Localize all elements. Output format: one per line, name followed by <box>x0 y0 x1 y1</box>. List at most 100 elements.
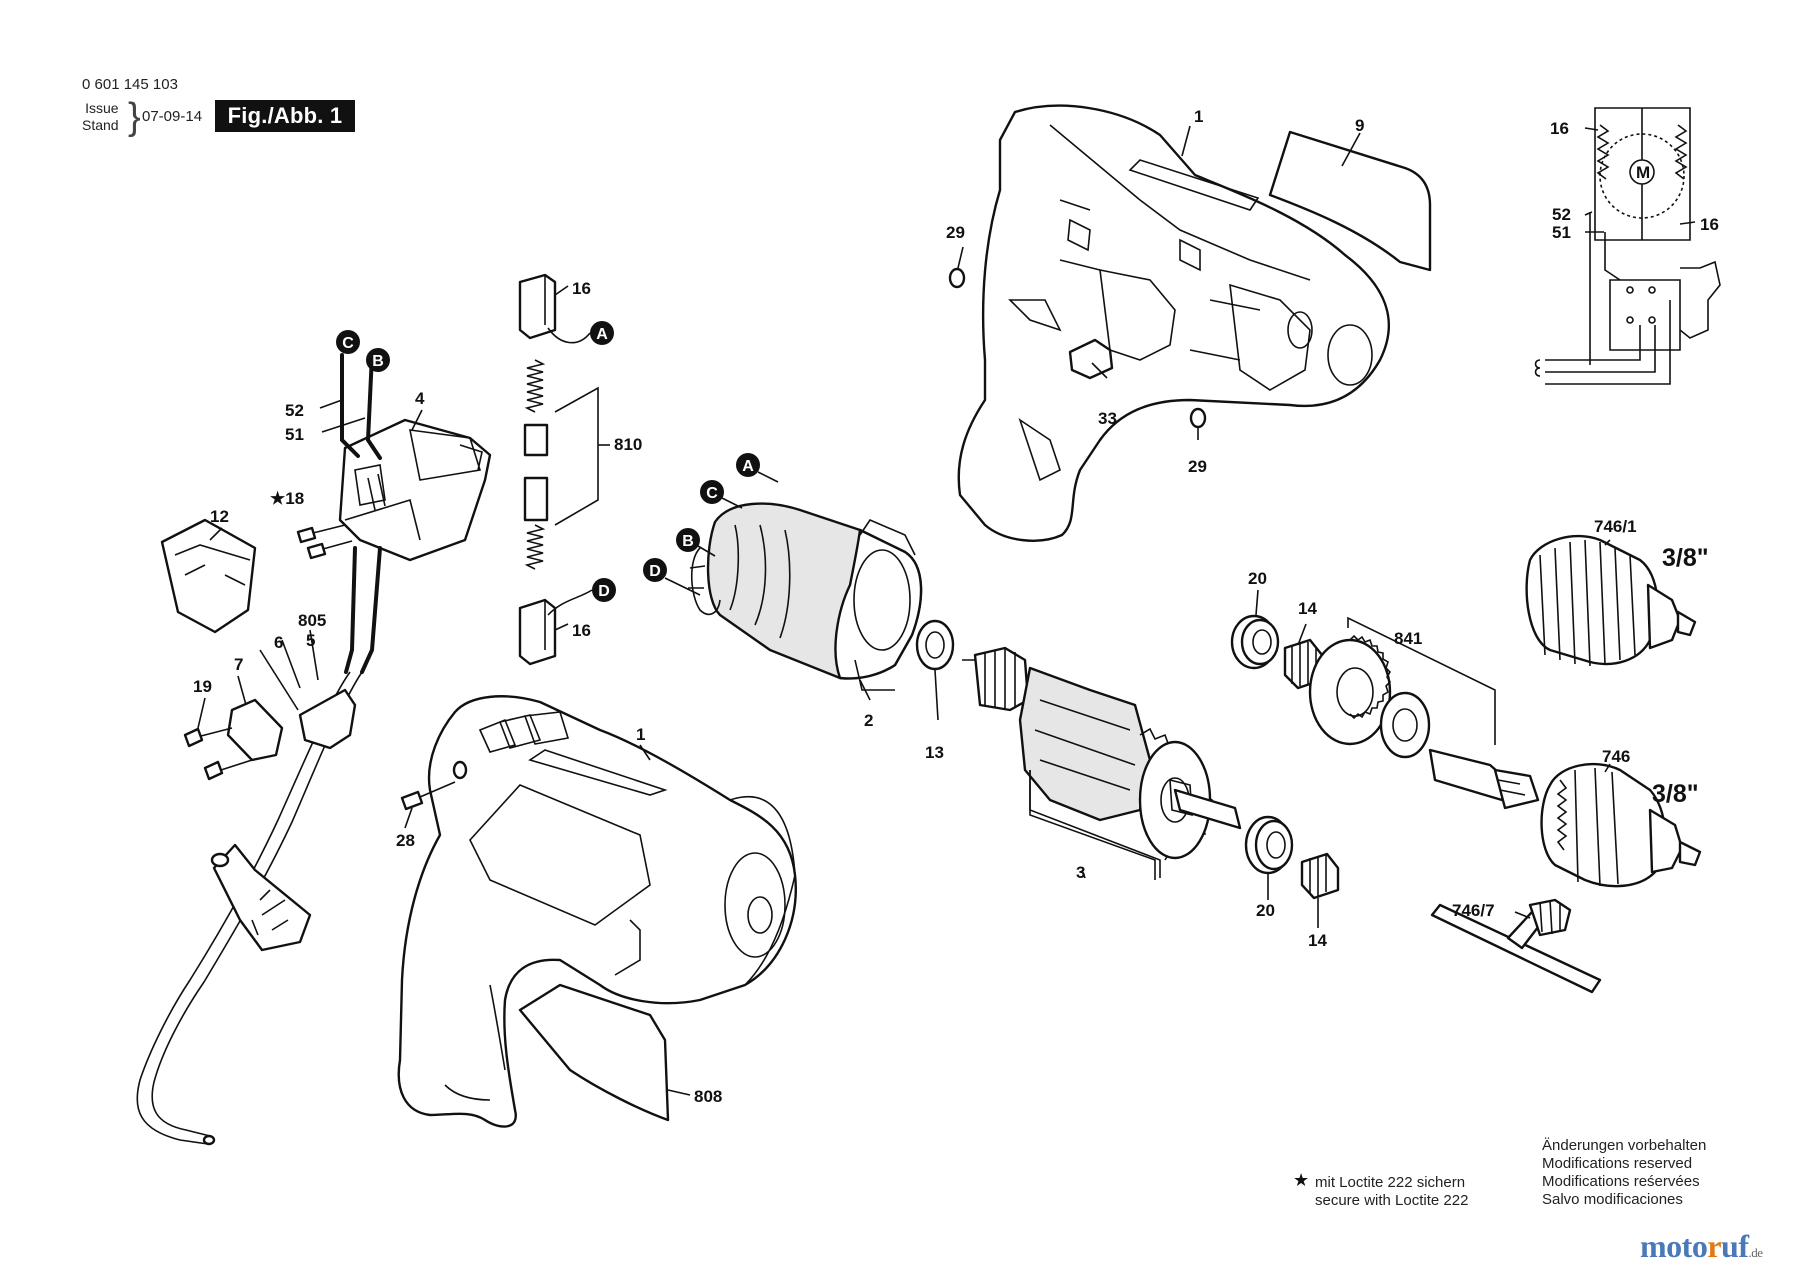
switch-wire-lower-a <box>344 546 357 674</box>
brand-part3: uf <box>1721 1228 1749 1264</box>
part-label-1-bottom: 1 <box>636 725 645 744</box>
part-label-29-top: 29 <box>946 223 965 242</box>
wiring-schematic <box>1534 107 1721 385</box>
part-label-33: 33 <box>1098 409 1117 428</box>
cable-clamp-12 <box>160 518 257 634</box>
brand-logo: motoruf.de <box>1640 1228 1763 1265</box>
motor-symbol: M <box>1636 163 1650 182</box>
part-label-1-top: 1 <box>1194 107 1203 126</box>
carbon-brush-top <box>518 273 591 344</box>
armature-bracket <box>1029 770 1156 880</box>
issue-stand-label: Issue Stand <box>82 100 119 134</box>
part-label-13: 13 <box>925 743 944 762</box>
part-label-29-bottom: 29 <box>1188 457 1207 476</box>
stand-label: Stand <box>82 117 119 133</box>
part-label-2: 2 <box>864 711 873 730</box>
keyless-chuck-746-1 <box>1525 534 1697 667</box>
connector-a-stator: A <box>736 453 779 483</box>
part-label-14-upper: 14 <box>1298 599 1317 618</box>
key-chuck-746 <box>1540 762 1702 888</box>
part-label-4: 4 <box>415 389 425 408</box>
part-label-3: 3 <box>1076 863 1085 882</box>
brace-icon: } <box>128 96 141 138</box>
connector-label: A <box>596 326 608 343</box>
figure-label: Fig./Abb. 1 <box>215 100 355 132</box>
loctite-note-de: mit Loctite 222 sichern <box>1315 1174 1466 1191</box>
modifications-note: Änderungen vorbehalten Modifications res… <box>1542 1137 1706 1209</box>
part-label-746-1: 746/1 <box>1594 517 1637 536</box>
part-label-20-lower: 20 <box>1256 901 1275 920</box>
brand-part2: r <box>1707 1228 1722 1264</box>
armature-3 <box>962 646 1242 878</box>
issue-date: 07-09-14 <box>142 108 203 125</box>
mods-line-1: Änderungen vorbehalten <box>1542 1137 1707 1154</box>
connector-b-stator: B <box>676 528 716 557</box>
part-label-51: 51 <box>285 425 304 444</box>
loctite-note-en: secure with Loctite 222 <box>1315 1192 1469 1209</box>
mods-line-3: Modifications reśervées <box>1542 1173 1700 1190</box>
o-ring-top <box>948 267 966 289</box>
part-label-19: 19 <box>193 677 212 696</box>
housing-half-top <box>957 104 1390 542</box>
part-number: 0 601 145 103 <box>82 76 178 93</box>
gear-spindle-841 <box>1308 616 1540 810</box>
switch-unit <box>338 418 492 562</box>
part-label-746-7: 746/7 <box>1452 901 1495 920</box>
bearing-20-upper <box>1230 614 1280 670</box>
connector-c-stator: C <box>700 480 743 509</box>
bearing-20-lower <box>1244 815 1294 875</box>
label-plate <box>1268 130 1432 272</box>
wiring-label-16-right: 16 <box>1700 215 1719 234</box>
connector-label: C <box>342 335 354 352</box>
part-label-7: 7 <box>234 655 243 674</box>
part-label-14-lower: 14 <box>1308 931 1327 950</box>
cord-clip-7 <box>226 698 284 762</box>
part-label-805: 805 <box>298 611 326 630</box>
wiring-label-52: 52 <box>1552 205 1571 224</box>
screw-28 <box>400 760 468 811</box>
switch-wire-b <box>365 353 382 460</box>
connector-label: B <box>372 353 384 370</box>
connector-label: A <box>742 458 754 475</box>
loctite-note: mit Loctite 222 sichern secure with Loct… <box>1315 1174 1468 1210</box>
housing-half-bottom <box>397 695 797 1128</box>
mods-line-2: Modifications reserved <box>1542 1155 1693 1172</box>
connector-label: D <box>598 583 610 600</box>
part-label-810: 810 <box>614 435 642 454</box>
part-label-16-top: 16 <box>572 279 591 298</box>
switch-wire-c <box>340 353 360 458</box>
connector-c-switch: C <box>336 330 360 354</box>
part-label-12: 12 <box>210 507 229 526</box>
chuck-size-upper: 3/8" <box>1662 544 1709 572</box>
wiring-label-16-left: 16 <box>1550 119 1569 138</box>
connector-b-switch: B <box>366 348 390 372</box>
power-cord <box>136 671 363 1146</box>
loctite-star-icon: ★ <box>1293 1170 1310 1190</box>
strain-relief-6 <box>210 843 312 952</box>
connector-a-brush: A <box>590 321 614 345</box>
leader-lines <box>197 125 1696 1096</box>
connector-label: D <box>649 563 661 580</box>
chuck-size-lower: 3/8" <box>1652 780 1699 808</box>
connector-label: C <box>706 485 718 502</box>
connector-d-brush: D <box>592 578 616 602</box>
part-label-28: 28 <box>396 831 415 850</box>
switch-wire-lower-b <box>360 546 382 674</box>
carbon-brush-bottom <box>518 589 593 666</box>
part-label-18: ★18 <box>270 489 304 508</box>
screw-18 <box>296 524 353 560</box>
part-label-808: 808 <box>694 1087 722 1106</box>
needle-bearing-14-lower <box>1300 852 1340 900</box>
brand-tld: .de <box>1748 1245 1763 1260</box>
brand-part1: moto <box>1640 1228 1708 1264</box>
connector-d-stator: D <box>643 558 701 596</box>
spring-and-brush-set <box>523 359 599 570</box>
part-label-6: 6 <box>274 633 283 652</box>
mods-line-4: Salvo modificaciones <box>1542 1191 1683 1208</box>
stator-field-2 <box>688 502 923 691</box>
issue-label: Issue <box>85 100 119 116</box>
switch-button <box>1068 338 1114 380</box>
wiring-label-51: 51 <box>1552 223 1571 242</box>
part-label-52: 52 <box>285 401 304 420</box>
